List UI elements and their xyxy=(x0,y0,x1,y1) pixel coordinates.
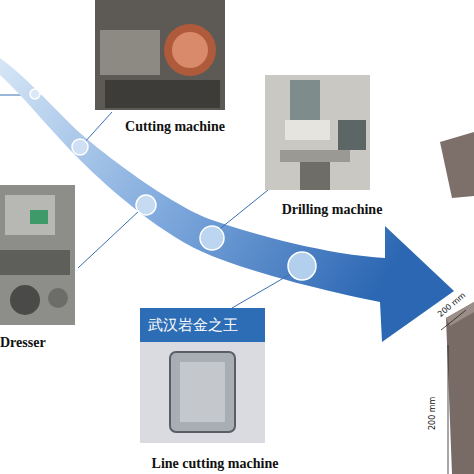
leader-line xyxy=(84,112,112,143)
leader-line xyxy=(216,190,268,232)
step-circle xyxy=(288,252,316,280)
machine-label: Drilling machine xyxy=(262,201,402,218)
machine-nameplate: 武汉岩金之王 xyxy=(148,316,238,335)
leader-line xyxy=(232,272,294,308)
process-arrow xyxy=(0,58,454,342)
leader-line xyxy=(78,210,140,268)
step-circle xyxy=(200,226,224,250)
machine-node: Cutting machine xyxy=(100,0,250,135)
machine-label: Dresser xyxy=(0,334,80,351)
step-circle xyxy=(30,89,40,99)
step-circle xyxy=(72,139,88,155)
step-circle xyxy=(136,195,156,215)
machine-photo xyxy=(265,75,370,190)
machine-photo xyxy=(0,185,75,325)
dimension-line xyxy=(441,310,466,474)
machine-node: Drilling machine xyxy=(262,75,402,218)
machine-photo xyxy=(95,0,225,110)
machine-node: Dresser xyxy=(0,185,80,351)
dimension-label: 200 mm xyxy=(428,397,437,430)
machine-photo xyxy=(140,308,265,443)
machine-label: Cutting machine xyxy=(100,118,250,135)
machine-label: Line cutting machine xyxy=(125,455,305,472)
